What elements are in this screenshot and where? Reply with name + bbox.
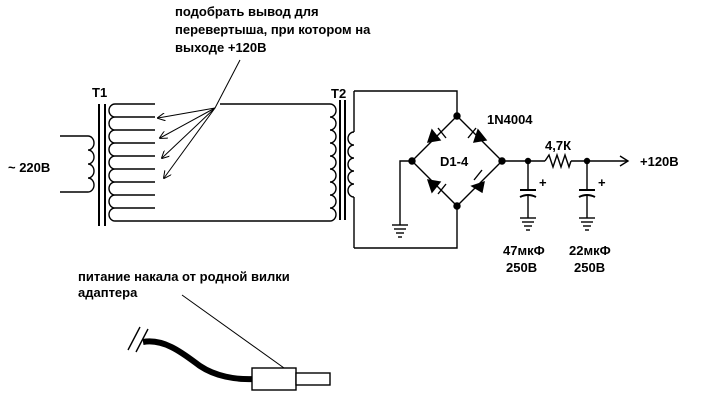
t1-secondary-winding [108, 103, 330, 222]
bridge-label: D1-4 [440, 154, 469, 169]
diode-d4 [470, 169, 485, 194]
c1-plus: + [539, 175, 547, 190]
t2-core [339, 100, 346, 220]
tap-note-line-3: выходе +120В [175, 40, 267, 55]
t1-core [98, 104, 106, 226]
capacitor-c2 [578, 161, 596, 231]
t1-primary-winding [60, 135, 95, 193]
c1-voltage-label: 250В [506, 260, 537, 275]
mains-label: ~ 220В [8, 160, 50, 175]
tap-note-line-1: подобрать вывод для [175, 4, 319, 19]
filament-leader-arrow [181, 294, 298, 378]
resistor-label: 4,7К [545, 138, 571, 153]
capacitor-c1 [519, 161, 537, 231]
output-label: +120В [640, 154, 679, 169]
positive-rail [502, 152, 630, 170]
diode-d1 [426, 127, 447, 143]
t2-secondary-winding [347, 91, 355, 248]
tap-arrow-1 [158, 107, 216, 118]
bridge-ac-wires [354, 90, 458, 249]
c2-value-label: 22мкФ [569, 243, 611, 258]
diode-type-label: 1N4004 [487, 112, 533, 127]
diode-d2 [467, 127, 488, 143]
t1-label: T1 [92, 85, 107, 100]
tap-pointer-lines [158, 59, 241, 178]
tap-leader-line [214, 59, 241, 109]
c1-value-label: 47мкФ [503, 243, 545, 258]
c2-plus: + [598, 175, 606, 190]
tap-note-line-2: перевертыша, при котором на [175, 22, 371, 37]
t2-primary-winding [329, 103, 337, 222]
tap-arrow-2 [160, 107, 216, 138]
diode-d3 [426, 179, 447, 195]
c2-voltage-label: 250В [574, 260, 605, 275]
bridge-ground [392, 160, 412, 238]
t2-label: T2 [331, 86, 346, 101]
tap-arrow-4 [164, 107, 216, 178]
filament-note-line-1: питание накала от родной вилки [78, 269, 290, 284]
filament-note-line-2: адаптера [78, 285, 138, 300]
tap-arrow-3 [162, 107, 216, 158]
adapter-plug-icon [127, 326, 331, 391]
bridge-rectifier [408, 112, 506, 210]
